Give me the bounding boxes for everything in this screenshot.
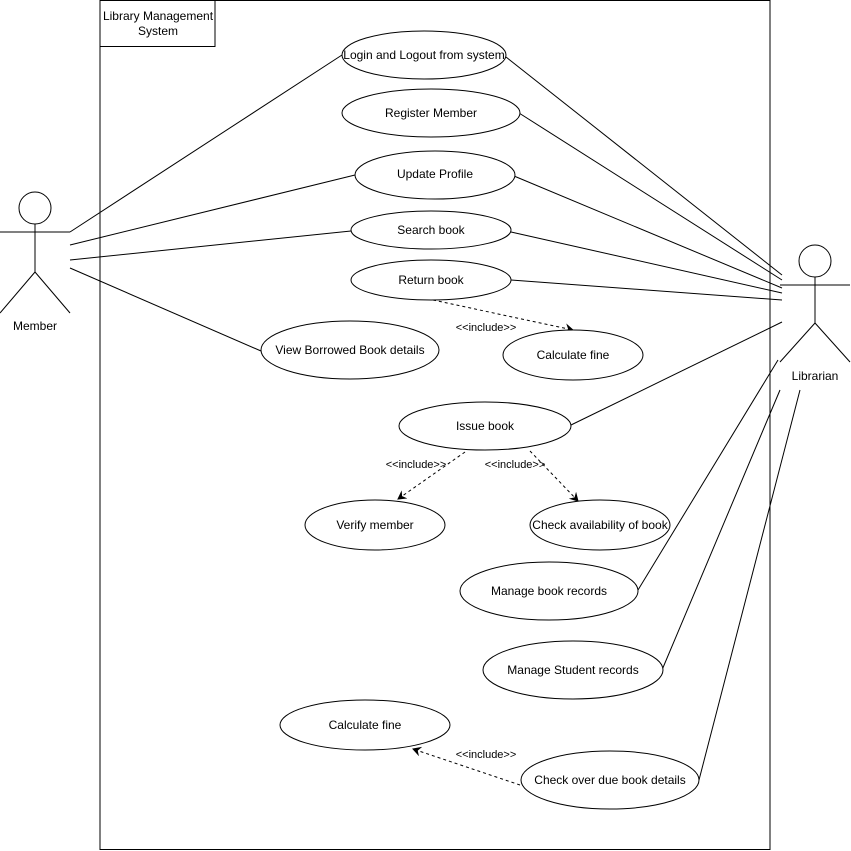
use-case-view-borrowed[interactable]: View Borrowed Book details xyxy=(260,320,440,380)
include-overdue-calculate-fine xyxy=(412,746,521,786)
assoc-librarian-search-book xyxy=(510,231,783,294)
assoc-librarian-login xyxy=(505,56,783,276)
use-case-search-book-label: Search book xyxy=(397,223,465,237)
use-case-verify-member[interactable]: Verify member xyxy=(304,499,446,551)
assoc-librarian-manage-student-records xyxy=(661,389,781,671)
use-case-return-book[interactable]: Return book xyxy=(350,259,512,301)
assoc-librarian-issue-book xyxy=(570,321,783,426)
librarian-associations xyxy=(505,56,801,781)
include-issue-verify-member xyxy=(397,451,466,500)
actor-member-left-leg xyxy=(0,271,36,314)
assoc-member-search-book xyxy=(69,230,352,261)
actor-member[interactable]: Member xyxy=(0,191,71,333)
use-case-calculate-fine-1[interactable]: Calculate fine xyxy=(502,329,644,381)
use-case-check-availability-label: Check availability of book xyxy=(532,518,668,532)
assoc-librarian-manage-book-records xyxy=(637,359,779,591)
actor-librarian-label: Librarian xyxy=(792,369,839,383)
member-associations xyxy=(69,54,356,352)
assoc-librarian-check-overdue xyxy=(698,389,801,781)
use-case-calculate-fine-1-label: Calculate fine xyxy=(537,348,610,362)
include-label-return: <<include>> xyxy=(456,322,517,334)
assoc-member-view-borrowed xyxy=(69,267,262,352)
use-case-login[interactable]: Login and Logout from system xyxy=(341,30,507,80)
use-case-login-label: Login and Logout from system xyxy=(343,48,504,62)
use-case-manage-book-records-label: Manage book records xyxy=(491,584,607,598)
include-label-availability: <<include>> xyxy=(485,459,546,471)
actor-member-head xyxy=(18,191,52,225)
use-case-return-book-label: Return book xyxy=(398,273,464,287)
assoc-librarian-update-profile xyxy=(513,175,783,289)
use-case-check-availability[interactable]: Check availability of book xyxy=(529,499,671,551)
system-title-line1: Library Management xyxy=(103,9,214,23)
assoc-librarian-return-book xyxy=(510,279,783,301)
use-case-issue-book-label: Issue book xyxy=(456,419,515,433)
use-case-issue-book[interactable]: Issue book xyxy=(398,401,572,451)
system-title-line2: System xyxy=(138,24,178,38)
use-case-register-member[interactable]: Register Member xyxy=(341,88,521,138)
use-case-check-overdue[interactable]: Check over due book details xyxy=(520,750,700,810)
assoc-librarian-register xyxy=(518,112,783,281)
assoc-member-login xyxy=(69,54,343,233)
use-case-update-profile-label: Update Profile xyxy=(397,167,473,181)
use-case-verify-member-label: Verify member xyxy=(336,518,413,532)
use-case-search-book[interactable]: Search book xyxy=(350,210,512,250)
use-case-manage-book-records[interactable]: Manage book records xyxy=(459,561,639,621)
assoc-member-update-profile xyxy=(69,174,356,246)
system-title-box xyxy=(99,0,216,47)
actor-member-right-leg xyxy=(34,271,71,314)
use-case-calculate-fine-2[interactable]: Calculate fine xyxy=(279,699,451,751)
actor-librarian-left-leg xyxy=(779,322,816,363)
include-relations: <<include>> <<include>> <<include>> <<in… xyxy=(386,299,579,786)
use-case-calculate-fine-2-label: Calculate fine xyxy=(329,718,402,732)
actor-librarian-right-leg xyxy=(814,322,851,363)
actor-librarian-head xyxy=(798,244,832,278)
use-case-manage-student-records[interactable]: Manage Student records xyxy=(482,640,664,700)
use-case-view-borrowed-label: View Borrowed Book details xyxy=(275,343,424,357)
actor-librarian[interactable]: Librarian xyxy=(779,244,851,383)
use-case-manage-student-records-label: Manage Student records xyxy=(507,663,638,677)
actor-member-label: Member xyxy=(13,319,57,333)
include-label-verify: <<include>> xyxy=(386,459,447,471)
use-case-check-overdue-label: Check over due book details xyxy=(534,773,685,787)
use-case-register-member-label: Register Member xyxy=(385,106,477,120)
use-case-update-profile[interactable]: Update Profile xyxy=(354,150,516,200)
include-label-overdue: <<include>> xyxy=(456,749,517,761)
